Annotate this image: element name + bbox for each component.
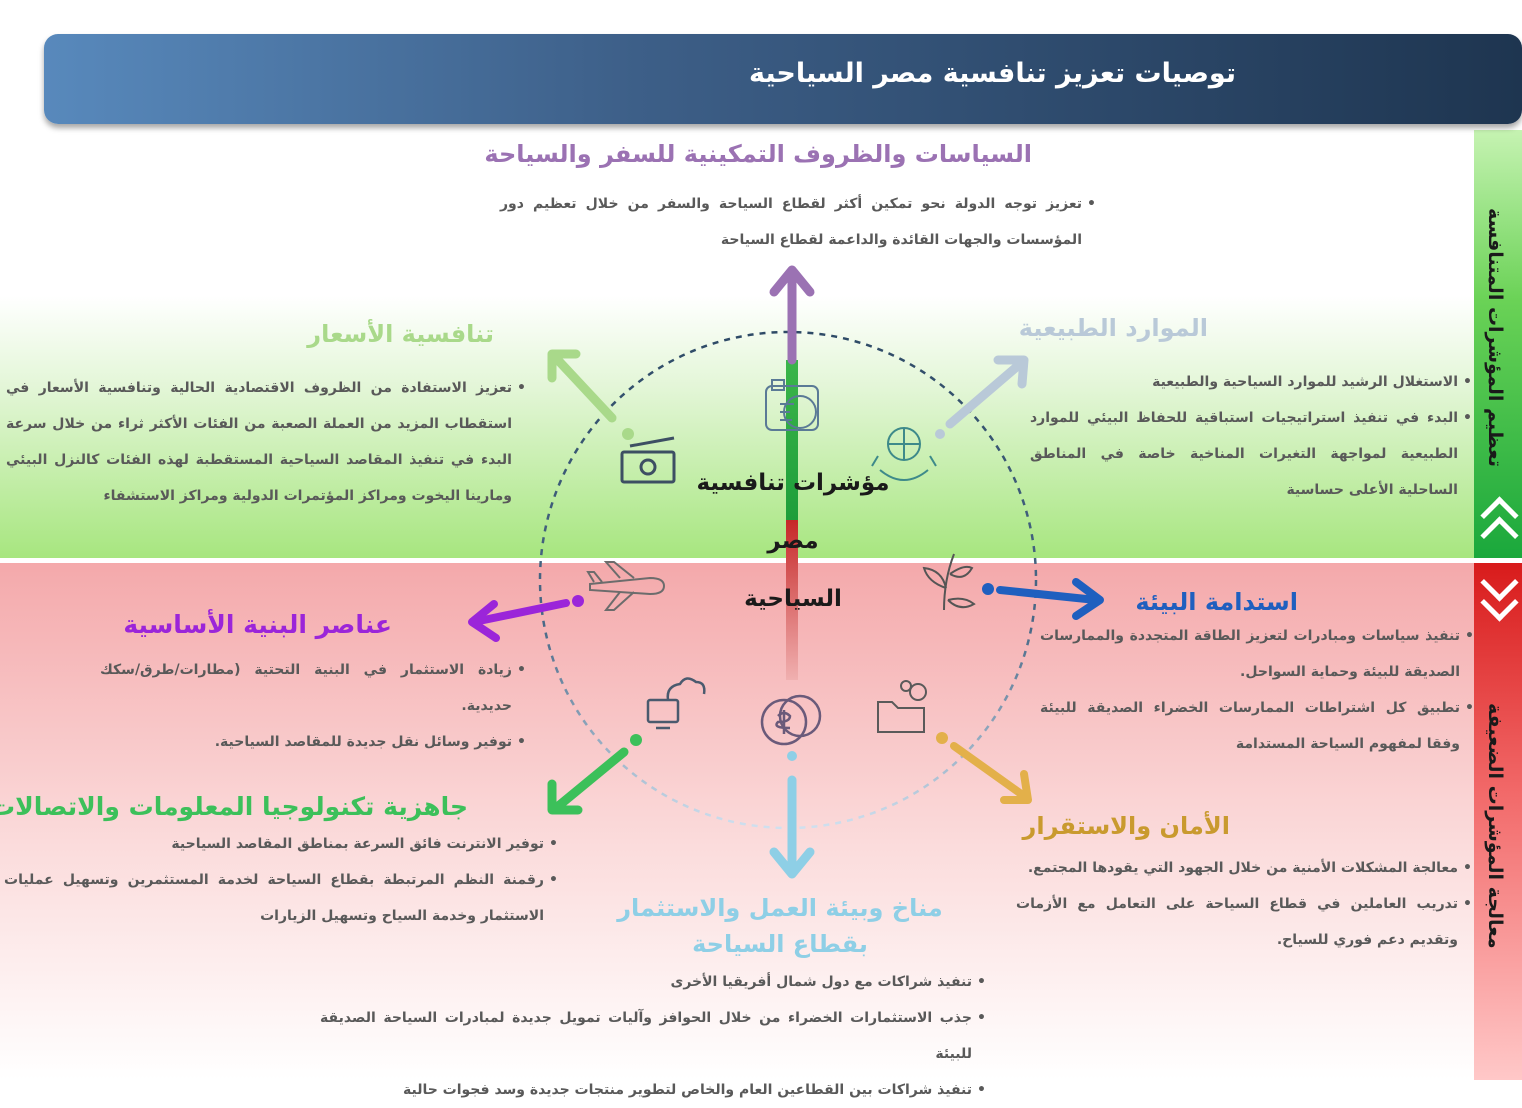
arrow-natural-dot [935,429,945,439]
security-list: معالجة المشكلات الأمنية من خلال الجهود ا… [1016,850,1476,958]
arrow-sustainability-dot [982,583,994,595]
natural-item: البدء في تنفيذ استراتيجيات استباقية للحف… [1030,400,1472,508]
business-heading: مناخ وبيئة العمل والاستثمار بقطاع السياح… [617,894,943,958]
infrastructure-item: زيادة الاستثمار في البنية التحتية (مطارا… [100,652,526,724]
page-title: توصيات تعزيز تنافسية مصر السياحية [748,58,1236,89]
center-title-line-1: مؤشرات تنافسية [696,470,890,496]
sustainability-item: تنفيذ سياسات ومبادرات لتعزيز الطاقة المت… [1040,618,1474,690]
weaknesses-sidebar: معالجة المؤشرات الضعيفة [1474,563,1522,1080]
security-item: معالجة المشكلات الأمنية من خلال الجهود ا… [1016,850,1472,886]
plant-icon [922,553,976,611]
globe-hands-icon [871,427,937,481]
arrow-ict-dot [630,734,642,746]
money-icon [620,436,676,484]
arrow-infrastructure-dot [572,595,584,607]
sustainability-list: تنفيذ سياسات ومبادرات لتعزيز الطاقة المت… [1040,618,1478,762]
header-bar: توصيات تعزيز تنافسية مصر السياحية [44,34,1522,124]
arrow-infrastructure [468,599,570,642]
arrow-business-dot [787,751,797,761]
policies-heading: السياسات والظروف التمكينية للسفر والسياح… [484,140,1032,168]
infrastructure-list: زيادة الاستثمار في البنية التحتية (مطارا… [100,652,530,760]
sustainability-item: تطبيق كل اشتراطات الممارسات الخضراء الصد… [1040,690,1474,762]
center-title-line-2: مصر [767,528,819,554]
sustainability-heading: استدامة البيئة [1135,588,1298,616]
ict-heading: جاهزية تكنولوجيا المعلومات والاتصالات [0,792,468,821]
prices-list: تعزيز الاستفادة من الظروف الاقتصادية الح… [6,370,530,514]
diagram-graphics [468,265,1104,879]
business-item: جذب الاستثمارات الخضراء من خلال الحوافز … [320,1000,986,1072]
security-item: تدريب العاملين في قطاع السياحة على التعا… [1016,886,1472,958]
business-item: تنفيذ شراكات مع دول شمال أفريقيا الأخرى [320,964,987,1000]
natural-item: الاستغلال الرشيد للموارد السياحية والطبي… [1030,364,1472,400]
ict-item: توفير الانترنت فائق السرعة بمناطق المقاص… [4,826,558,862]
policy-travel-icon [765,379,819,431]
ict-list: توفير الانترنت فائق السرعة بمناطق المقاص… [4,826,562,934]
cloud-computer-icon [646,677,706,730]
natural-heading: الموارد الطبيعية [1018,314,1208,342]
center-stem [786,360,798,680]
arrow-security-dot [936,732,948,744]
prices-item: تعزيز الاستفادة من الظروف الاقتصادية الح… [6,370,526,514]
arrow-sustainability [996,578,1104,620]
infrastructure-heading: عناصر البنية الأساسية [123,610,392,639]
airplane-icon [586,561,666,611]
center-title: مؤشرات تنافسية مصر السياحية [682,454,904,628]
strengths-label: تعظيم المؤشرات المتنافسة [1484,208,1506,467]
natural-list: الاستغلال الرشيد للموارد السياحية والطبي… [1030,364,1476,508]
strengths-sidebar: تعظيم المؤشرات المتنافسة [1474,130,1522,558]
business-list: تنفيذ شراكات مع دول شمال أفريقيا الأخرى … [320,964,990,1108]
center-title-line-3: السياحية [744,586,842,612]
prices-heading: تنافسية الأسعار [307,320,494,348]
arrow-ict [547,747,629,815]
folder-gear-icon [877,680,927,733]
business-item: تنفيذ شراكات بين القطاعين العام والخاص ل… [320,1072,986,1108]
arrow-policies [769,265,815,365]
policies-item: تعزيز توجه الدولة نحو تمكين أكثر لقطاع ا… [500,186,1096,258]
arrow-prices [547,349,617,423]
infrastructure-item: توفير وسائل نقل جديدة للمقاصد السياحية. [100,724,526,760]
arrow-business [769,775,815,879]
arrow-security [950,742,1032,804]
arrow-prices-dot [622,428,634,440]
coin-icon [760,694,822,746]
weaknesses-label: معالجة المؤشرات الضعيفة [1484,703,1506,949]
security-heading: الأمان والاستقرار [1022,812,1230,840]
arrow-natural [945,355,1029,429]
ict-item: رقمنة النظم المرتبطة بقطاع السياحة لخدمة… [4,862,558,934]
policies-list: تعزيز توجه الدولة نحو تمكين أكثر لقطاع ا… [500,186,1100,258]
